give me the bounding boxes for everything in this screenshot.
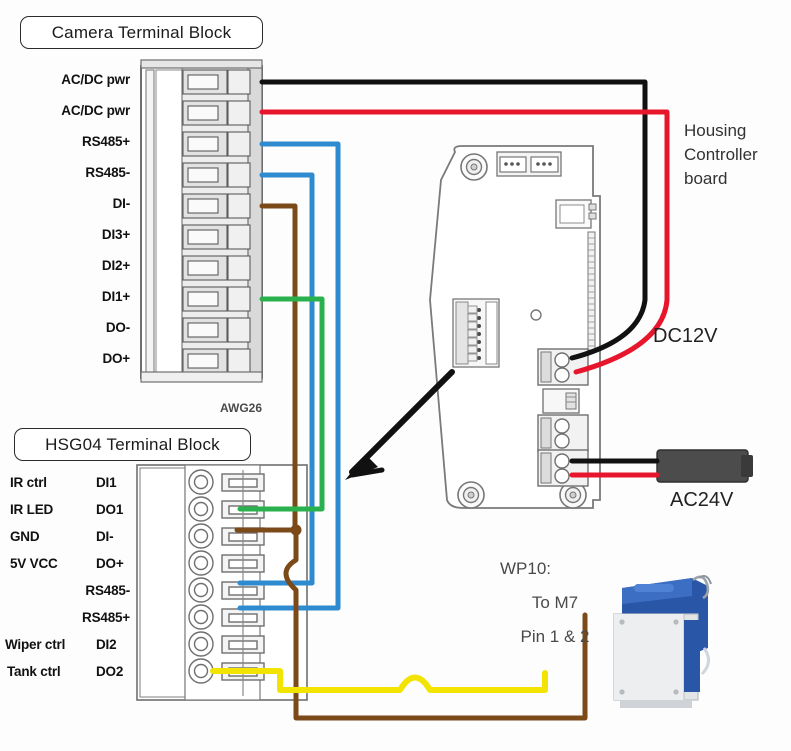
board-pin-header — [452, 298, 500, 368]
wire-black-dc12v — [259, 79, 648, 361]
hsg04-signal-label-1: DI1 — [96, 475, 117, 490]
camera-terminal-connector — [140, 59, 263, 383]
housing-controller-line-3: board — [684, 169, 728, 188]
hsg04-signal-label-6: RS485+ — [82, 610, 130, 625]
wire-brown-junction-dot — [290, 524, 302, 536]
camera-pin-label-1: AC/DC pwr — [61, 72, 130, 87]
water-pump-image — [600, 560, 715, 710]
camera-pin-label-8: DI1+ — [101, 289, 130, 304]
dc12v-label: DC12V — [653, 325, 718, 347]
hsg04-signal-label-7: DI2 — [96, 637, 117, 652]
camera-terminal-block-title: Camera Terminal Block — [20, 16, 263, 49]
board-small-connector — [542, 388, 580, 414]
wire-green-di1 — [237, 296, 325, 512]
hsg04-terminal-block-title: HSG04 Terminal Block — [14, 428, 251, 461]
hsg04-signal-label-5: RS485- — [85, 583, 130, 598]
ac24v-label: AC24V — [670, 489, 734, 511]
camera-pin-label-2: AC/DC pwr — [61, 103, 130, 118]
camera-pin-label-6: DI3+ — [101, 227, 130, 242]
hsg04-signal-label-4: DO+ — [96, 556, 124, 571]
hsg04-function-label-2: IR LED — [10, 502, 54, 517]
wp10-note: WP10: To M7 Pin 1 & 2 — [500, 552, 610, 654]
wire-yellow-tank-ctrl — [210, 668, 548, 693]
hsg04-signal-label-3: DI- — [96, 529, 114, 544]
housing-controller-board-outline — [429, 145, 601, 509]
wire-blue-rs485-minus — [237, 172, 315, 586]
wp10-line-2: To M7 — [531, 593, 579, 612]
hsg04-function-label-7: Wiper ctrl — [5, 637, 66, 652]
hsg04-signal-label-2: DO1 — [96, 502, 124, 517]
housing-controller-line-1: Housing — [684, 121, 747, 140]
housing-controller-note: Housing Controller board — [684, 119, 758, 191]
wire-red-dc12v — [259, 109, 670, 375]
hsg04-function-label-8: Tank ctrl — [7, 664, 61, 679]
wire-brown-branch-down — [283, 527, 588, 721]
board-screw-terminal-middle — [537, 414, 589, 452]
camera-pin-label-10: DO+ — [102, 351, 130, 366]
hsg04-function-label-1: IR ctrl — [10, 475, 47, 490]
ac24v-power-connector — [656, 449, 753, 483]
camera-pin-label-9: DO- — [105, 320, 130, 335]
callout-arrow — [345, 369, 455, 480]
camera-pin-label-5: DI- — [112, 196, 131, 211]
hsg04-function-label-4: 5V VCC — [10, 556, 58, 571]
wire-blue-rs485-plus — [237, 141, 341, 611]
camera-pin-label-7: DI2+ — [101, 258, 130, 273]
camera-pin-label-4: RS485- — [85, 165, 130, 180]
hsg04-function-label-3: GND — [10, 529, 40, 544]
awg-label: AWG26 — [220, 401, 263, 415]
camera-pin-label-3: RS485+ — [82, 134, 130, 149]
board-screw-terminal-ac24v — [537, 449, 589, 487]
wp10-line-3: Pin 1 & 2 — [520, 627, 590, 646]
hsg04-signal-label-8: DO2 — [96, 664, 124, 679]
wire-brown-di-minus — [234, 203, 298, 533]
housing-controller-line-2: Controller — [684, 145, 758, 164]
wp10-line-1: WP10: — [500, 559, 552, 578]
